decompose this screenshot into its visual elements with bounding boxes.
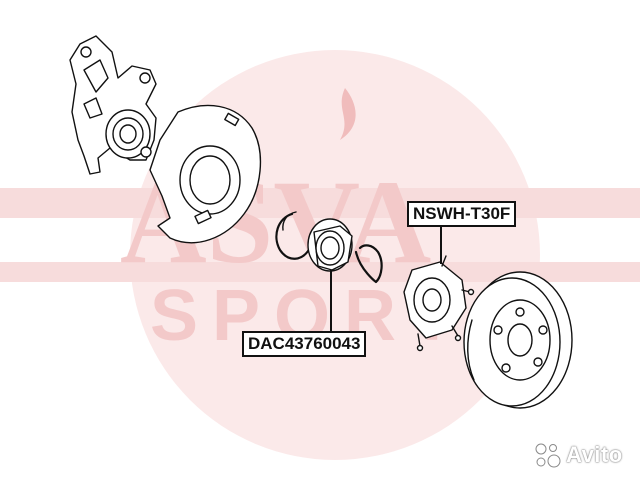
wheel-hub [403,255,475,352]
avito-watermark-text: Avito [566,442,623,467]
steering-knuckle [69,35,157,175]
hub-part-number-label: NSWH-T30F [407,201,517,227]
snap-ring-inner [275,211,312,260]
wheel-bearing [307,218,353,272]
avito-dots-icon [535,443,561,468]
avito-watermark: Avito [532,440,623,470]
snap-ring-outer [354,244,383,284]
dust-shield [149,104,262,244]
bearing-part-number-label: DAC43760043 [242,331,367,357]
brake-disc [463,271,573,409]
